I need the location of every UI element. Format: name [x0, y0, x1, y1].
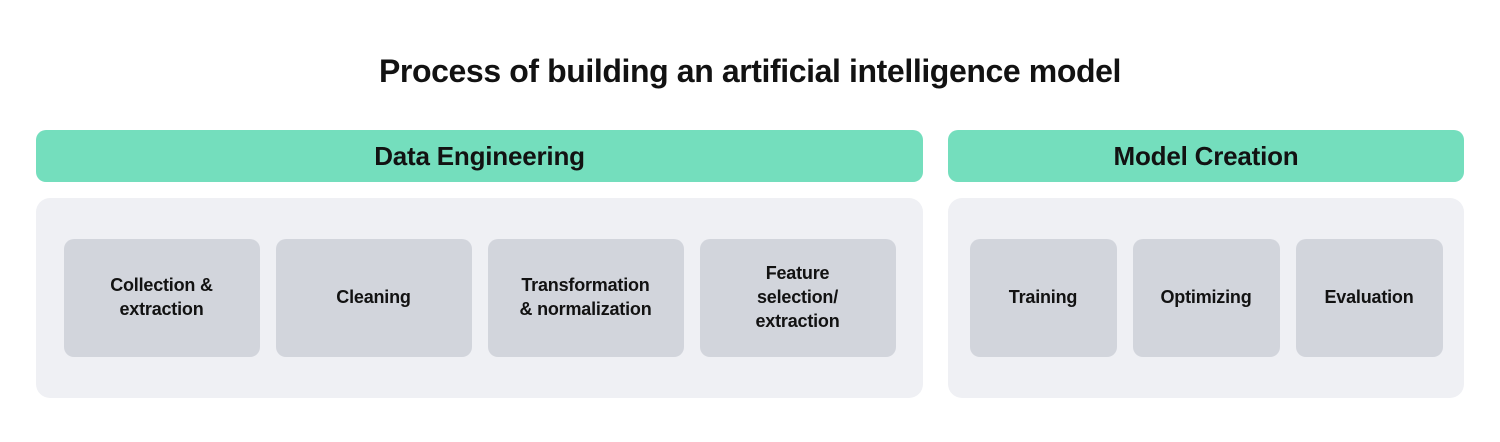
section-data-engineering: Data Engineering Collection & extraction…	[36, 130, 923, 398]
step-cleaning: Cleaning	[275, 239, 472, 357]
section-header-model-creation: Model Creation	[948, 130, 1464, 182]
step-optimizing: Optimizing	[1132, 239, 1280, 357]
step-feature-selection-extraction: Feature selection/ extraction	[699, 239, 896, 357]
step-collection-extraction: Collection & extraction	[63, 239, 260, 357]
step-training: Training	[969, 239, 1117, 357]
section-model-creation: Model Creation Training Optimizing Evalu…	[948, 130, 1464, 398]
step-transformation-normalization: Transformation & normalization	[487, 239, 684, 357]
diagram-title: Process of building an artificial intell…	[378, 53, 1122, 89]
panel-data-engineering: Collection & extraction Cleaning Transfo…	[36, 198, 923, 398]
step-evaluation: Evaluation	[1295, 239, 1443, 357]
section-header-data-engineering: Data Engineering	[36, 130, 923, 182]
sections-row: Data Engineering Collection & extraction…	[0, 130, 1500, 398]
panel-model-creation: Training Optimizing Evaluation	[948, 198, 1464, 398]
